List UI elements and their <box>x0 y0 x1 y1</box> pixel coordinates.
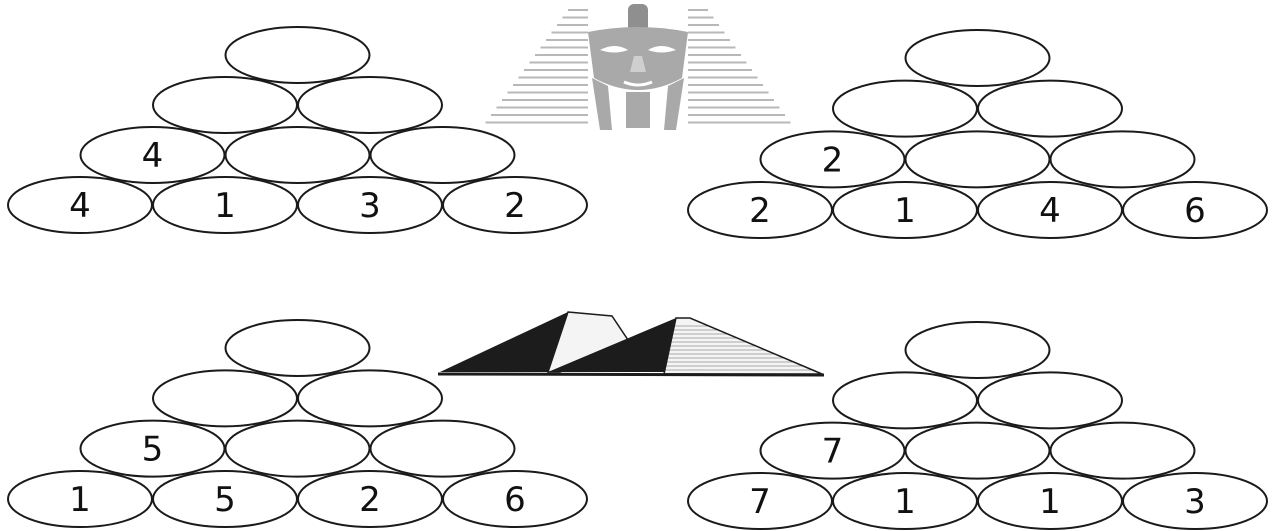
puzzle-top-right: 2 2 1 4 6 <box>688 30 1267 238</box>
cell-oval <box>906 30 1050 86</box>
cell-oval <box>153 370 297 426</box>
cell-number: 2 <box>749 191 771 231</box>
puzzle-cell[interactable]: 7 <box>761 423 905 479</box>
puzzle-cell[interactable] <box>153 370 297 426</box>
puzzle-cell[interactable] <box>906 131 1050 187</box>
cell-number: 1 <box>69 480 91 520</box>
cell-number: 7 <box>749 482 771 522</box>
ground-line <box>438 374 824 375</box>
puzzle-cell[interactable] <box>1051 423 1195 479</box>
cell-number: 3 <box>1184 482 1206 522</box>
cell-number: 4 <box>69 186 91 226</box>
lappet-shape <box>592 78 612 130</box>
cell-number: 7 <box>822 432 844 472</box>
puzzle-cell[interactable] <box>226 27 370 83</box>
puzzle-cell[interactable]: 4 <box>81 127 225 183</box>
puzzle-cell[interactable] <box>371 127 515 183</box>
puzzle-cell[interactable]: 2 <box>761 131 905 187</box>
cell-oval <box>226 127 370 183</box>
cell-number: 2 <box>822 140 844 180</box>
puzzle-cell[interactable]: 4 <box>8 177 152 233</box>
cell-number: 6 <box>504 480 526 520</box>
puzzle-cell[interactable]: 6 <box>1123 182 1267 238</box>
cell-number: 2 <box>359 480 381 520</box>
cell-number: 1 <box>894 191 916 231</box>
cell-number: 4 <box>1039 191 1061 231</box>
puzzle-cell[interactable] <box>1051 131 1195 187</box>
puzzle-cell[interactable] <box>226 320 370 376</box>
puzzle-cell[interactable] <box>298 370 442 426</box>
cell-oval <box>226 27 370 83</box>
puzzle-cell[interactable] <box>371 421 515 477</box>
cell-number: 1 <box>894 482 916 522</box>
puzzle-cell[interactable] <box>153 77 297 133</box>
puzzle-cell[interactable]: 2 <box>298 471 442 527</box>
cell-oval <box>371 127 515 183</box>
puzzle-cell[interactable]: 7 <box>688 473 832 529</box>
puzzle-cell[interactable] <box>906 423 1050 479</box>
puzzle-cell[interactable] <box>978 81 1122 137</box>
cell-oval <box>153 77 297 133</box>
puzzle-cell[interactable]: 2 <box>443 177 587 233</box>
puzzle-cell[interactable] <box>833 81 977 137</box>
cell-number: 5 <box>214 480 236 520</box>
puzzle-bottom-right: 7 7 1 1 3 <box>688 322 1267 529</box>
puzzle-cell[interactable] <box>978 372 1122 428</box>
cell-oval <box>226 320 370 376</box>
puzzle-cell[interactable]: 4 <box>978 182 1122 238</box>
puzzle-cell[interactable]: 1 <box>833 182 977 238</box>
cell-oval <box>833 81 977 137</box>
cell-oval <box>226 421 370 477</box>
beard-shape <box>626 92 650 128</box>
pyramids-icon <box>438 312 824 375</box>
cell-number: 6 <box>1184 191 1206 231</box>
puzzle-cell[interactable]: 1 <box>153 177 297 233</box>
cell-oval <box>833 372 977 428</box>
puzzle-cell[interactable] <box>833 372 977 428</box>
cell-oval <box>298 370 442 426</box>
puzzle-cell[interactable]: 2 <box>688 182 832 238</box>
puzzle-cell[interactable]: 1 <box>978 473 1122 529</box>
cell-oval <box>906 322 1050 378</box>
cell-oval <box>1051 131 1195 187</box>
puzzle-cell[interactable]: 1 <box>8 471 152 527</box>
puzzle-cell[interactable] <box>226 421 370 477</box>
cell-number: 1 <box>1039 482 1061 522</box>
cell-number: 5 <box>142 430 164 470</box>
cell-oval <box>1051 423 1195 479</box>
puzzle-cell[interactable] <box>298 77 442 133</box>
cell-number: 4 <box>142 136 164 176</box>
puzzle-cell[interactable]: 3 <box>1123 473 1267 529</box>
cell-oval <box>978 372 1122 428</box>
puzzle-cell[interactable] <box>226 127 370 183</box>
cell-oval <box>906 423 1050 479</box>
cell-number: 2 <box>504 186 526 226</box>
puzzle-cell[interactable]: 5 <box>81 421 225 477</box>
pharaoh-head-icon <box>486 4 791 130</box>
puzzle-cell[interactable] <box>906 322 1050 378</box>
cell-oval <box>906 131 1050 187</box>
cell-oval <box>978 81 1122 137</box>
puzzle-cell[interactable]: 6 <box>443 471 587 527</box>
cell-number: 1 <box>214 186 236 226</box>
cell-oval <box>371 421 515 477</box>
cell-oval <box>298 77 442 133</box>
puzzle-cell[interactable]: 5 <box>153 471 297 527</box>
puzzle-cell[interactable] <box>906 30 1050 86</box>
lappet-shape <box>664 78 684 130</box>
cell-number: 3 <box>359 186 381 226</box>
puzzle-cell[interactable]: 3 <box>298 177 442 233</box>
puzzle-top-left: 4 4 1 3 2 <box>8 27 587 233</box>
puzzle-cell[interactable]: 1 <box>833 473 977 529</box>
